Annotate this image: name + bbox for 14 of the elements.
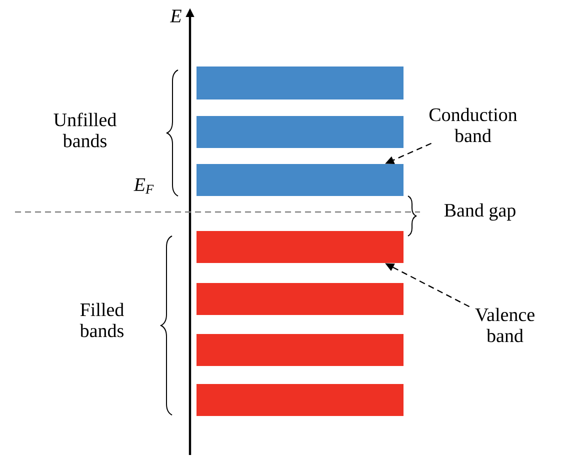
- energy-band: [196, 283, 404, 315]
- bracket-label: Unfilled bands: [54, 112, 116, 148]
- bracket-label: Filled bands: [80, 302, 124, 338]
- bracket-label: Band gap: [444, 203, 516, 221]
- axis-label: E: [170, 10, 182, 22]
- energy-band: [196, 116, 404, 148]
- band-label: Valence band: [475, 308, 534, 342]
- energy-band: [196, 66, 404, 100]
- energy-band: [196, 384, 404, 416]
- energy-band: [196, 231, 404, 263]
- energy-band: [196, 334, 404, 366]
- fermi-level-label: E$_{F}$: [134, 178, 154, 194]
- energy-band: [196, 164, 404, 196]
- band-label: Conduction band: [429, 108, 518, 142]
